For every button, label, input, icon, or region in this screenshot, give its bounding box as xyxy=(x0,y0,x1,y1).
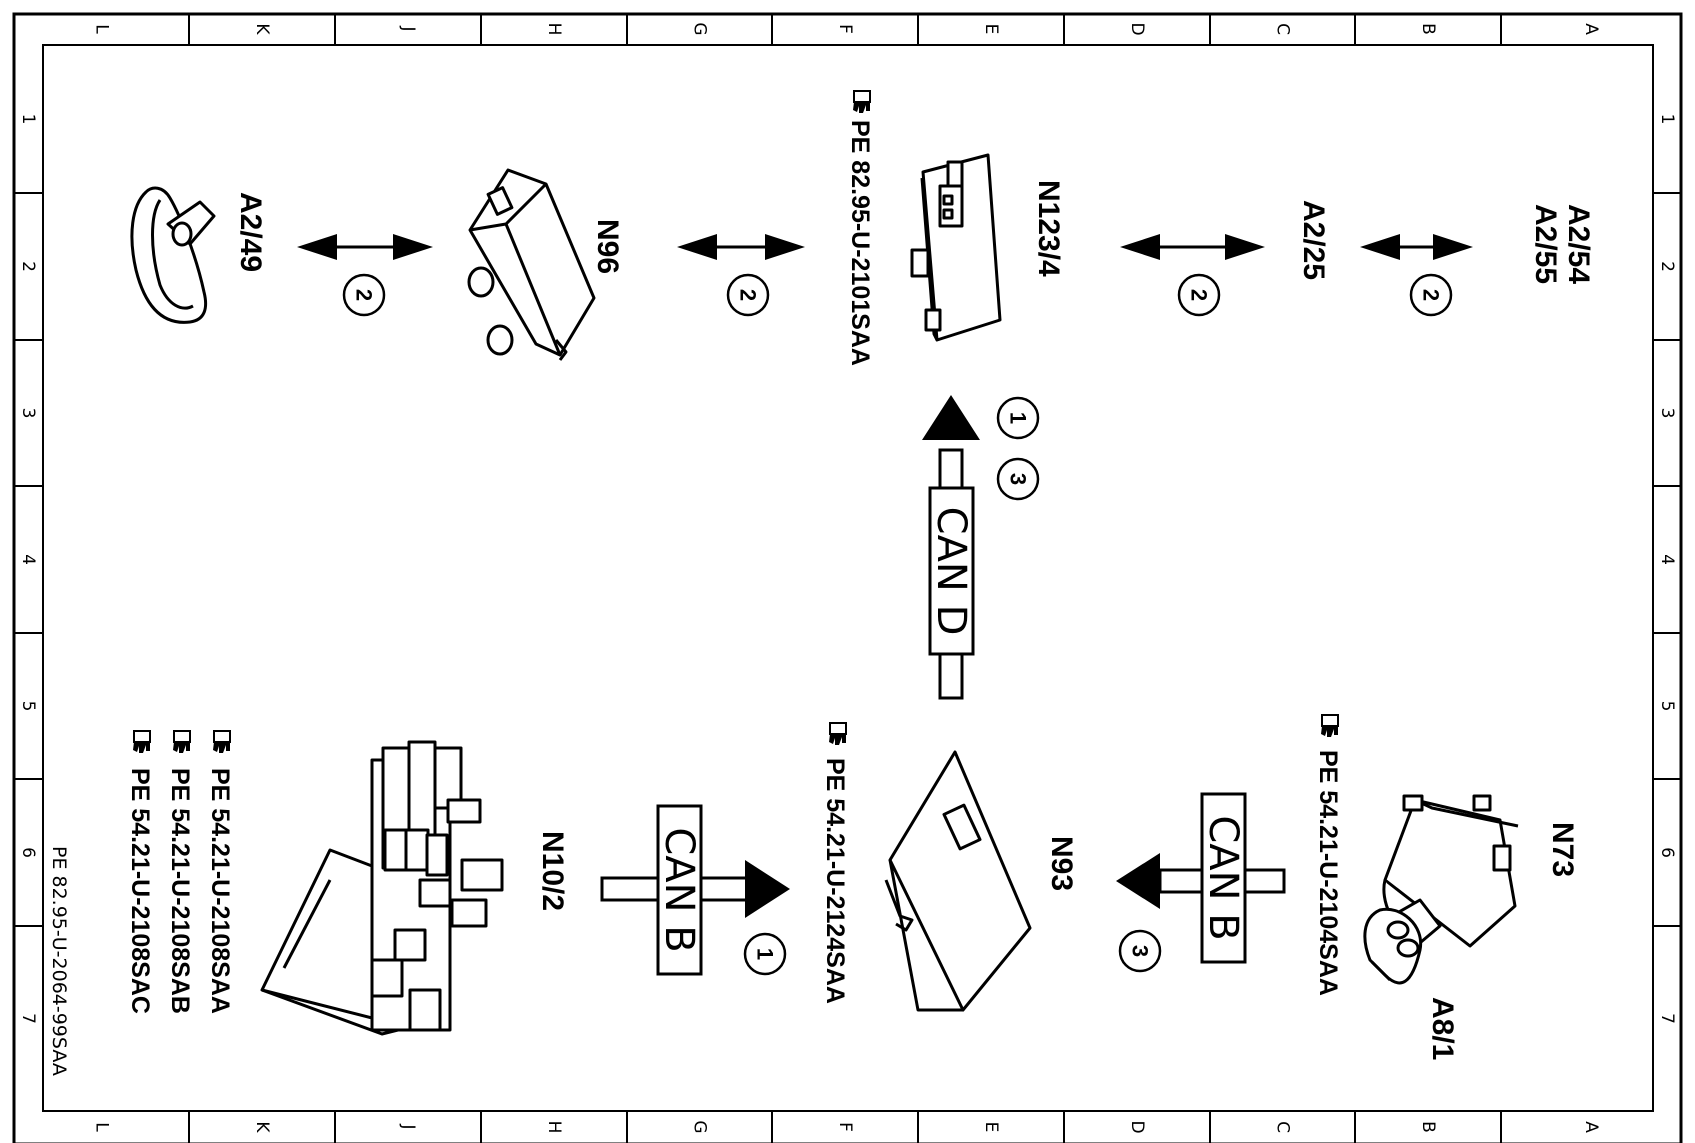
svg-text:PE 54.21-U-2124SAA: PE 54.21-U-2124SAA xyxy=(821,758,849,1004)
frame-column-g-top: G xyxy=(690,22,710,35)
pointing-hand-icon xyxy=(852,90,871,114)
frame-column-b-top: B xyxy=(1418,23,1438,35)
label-n10-2: N10/2 xyxy=(536,831,569,911)
pointing-hand-icon xyxy=(172,730,191,754)
pointing-hand-icon xyxy=(828,722,847,746)
svg-text:2: 2 xyxy=(736,289,761,301)
label-n73: N73 xyxy=(1546,822,1579,877)
pointing-hand-icon xyxy=(1320,714,1339,738)
label-a2-49: A2/49 xyxy=(234,192,267,272)
can-b-bus-left: CAN B xyxy=(600,804,790,976)
label-a2-54: A2/54 xyxy=(1562,204,1595,284)
callout-link-n96-n123-4: 2 xyxy=(726,273,770,317)
frame-column-a-bottom: A xyxy=(1581,1121,1601,1133)
frame-row-7-left: 7 xyxy=(18,1013,38,1024)
frame-column-c-bottom: C xyxy=(1273,1121,1293,1133)
frame-row-4-right: 4 xyxy=(1657,554,1677,565)
frame-column-j-bottom: J xyxy=(398,1123,418,1129)
frame-row-2-right: 2 xyxy=(1657,261,1677,272)
frame-row-5-right: 5 xyxy=(1657,701,1677,712)
frame-column-j-top: J xyxy=(398,25,418,31)
callout-can-d-1: 1 xyxy=(996,396,1040,440)
link-a2-49-n96 xyxy=(297,234,433,260)
antenna-a2-49-icon xyxy=(130,186,216,324)
label-n93: N93 xyxy=(1045,836,1078,891)
frame-column-h-top: H xyxy=(544,23,564,36)
frame-column-c-top: C xyxy=(1273,23,1293,35)
frame-column-d-bottom: D xyxy=(1127,1120,1147,1133)
callout-can-b-right-3: 3 xyxy=(1118,929,1162,973)
can-d-label: CAN D xyxy=(928,507,974,636)
frame-row-1-left: 1 xyxy=(18,114,38,125)
can-b-right-label: CAN B xyxy=(1200,815,1246,940)
ref-n123-4: PE 82.95-U-2101SAA xyxy=(846,90,874,366)
frame-column-f-bottom: F xyxy=(835,1122,855,1132)
svg-text:2: 2 xyxy=(1419,289,1444,301)
module-n93-icon xyxy=(884,750,1032,1012)
svg-text:PE 54.21-U-2104SAA: PE 54.21-U-2104SAA xyxy=(1314,750,1342,996)
can-b-left-label: CAN B xyxy=(656,827,702,952)
svg-text:1: 1 xyxy=(753,948,778,960)
frame-row-6-right: 6 xyxy=(1657,847,1677,858)
can-d-bus: CAN D xyxy=(922,395,980,700)
frame-column-l-top: L xyxy=(92,24,112,34)
svg-text:2: 2 xyxy=(352,289,377,301)
frame-row-5-left: 5 xyxy=(18,701,38,712)
frame-column-e-bottom: E xyxy=(981,1122,1001,1133)
frame-row-2-left: 2 xyxy=(18,261,38,272)
frame-row-1-right: 1 xyxy=(1657,114,1677,125)
ref-n73: PE 54.21-U-2104SAA xyxy=(1314,714,1342,996)
frame-row-3-right: 3 xyxy=(1657,408,1677,419)
frame-column-b-bottom: B xyxy=(1418,1121,1438,1133)
module-n96-icon xyxy=(467,168,596,361)
frame-column-k-top: K xyxy=(252,23,272,35)
label-a8-1: A8/1 xyxy=(1426,997,1459,1060)
svg-text:PE 54.21-U-2108SAA: PE 54.21-U-2108SAA xyxy=(206,768,234,1014)
svg-text:1: 1 xyxy=(1006,412,1031,424)
svg-text:PE 54.21-U-2108SAB: PE 54.21-U-2108SAB xyxy=(166,768,194,1014)
pointing-hand-icon xyxy=(212,730,231,754)
link-n96-n123-4 xyxy=(677,234,805,260)
drawing-frame: L L K K J J H H G G F F E E D D C C B B A A 1 1 2 2 3 3 4 4 5 5 6 6 7 7 xyxy=(12,12,1683,1143)
label-n123-4: N123/4 xyxy=(1032,180,1065,277)
key-a8-1-icon xyxy=(1363,907,1423,985)
frame-row-4-left: 4 xyxy=(18,554,38,565)
frame-column-l-bottom: L xyxy=(92,1122,112,1132)
frame-column-a-top: A xyxy=(1581,23,1601,35)
frame-column-f-top: F xyxy=(835,24,855,34)
ref-n10-2: PE 54.21-U-2108SAA PE 54.21-U-2108SAB PE… xyxy=(126,730,234,1014)
callout-link-n123-4-a2-25: 2 xyxy=(1177,273,1221,317)
frame-row-3-left: 3 xyxy=(18,408,38,419)
svg-text:PE 54.21-U-2108SAC: PE 54.21-U-2108SAC xyxy=(126,768,154,1014)
frame-column-h-bottom: H xyxy=(544,1121,564,1134)
callout-can-d-3: 3 xyxy=(996,457,1040,501)
link-n123-4-a2-25 xyxy=(1120,234,1265,260)
pointing-hand-icon xyxy=(132,730,151,754)
label-a2-55: A2/55 xyxy=(1529,204,1562,284)
callout-link-a2-49-n96: 2 xyxy=(342,273,386,317)
module-n123-4-icon xyxy=(910,153,1002,342)
svg-text:3: 3 xyxy=(1006,473,1031,485)
callout-link-a2-25-a2-54: 2 xyxy=(1409,273,1453,317)
svg-text:PE 82.95-U-2101SAA: PE 82.95-U-2101SAA xyxy=(846,120,874,366)
label-a2-25: A2/25 xyxy=(1297,200,1330,280)
svg-text:3: 3 xyxy=(1128,945,1153,957)
can-b-bus-right: CAN B xyxy=(1116,792,1286,964)
frame-row-6-left: 6 xyxy=(18,847,38,858)
frame-row-7-right: 7 xyxy=(1657,1013,1677,1024)
link-a2-25-a2-54 xyxy=(1360,234,1473,260)
callout-can-b-left-1: 1 xyxy=(743,932,787,976)
frame-column-g-bottom: G xyxy=(690,1120,710,1133)
label-n96: N96 xyxy=(591,219,624,274)
frame-column-e-top: E xyxy=(981,24,1001,35)
frame-column-d-top: D xyxy=(1127,22,1147,35)
svg-text:2: 2 xyxy=(1187,289,1212,301)
drawing-number: PE 82.95-U-2064-99SAA xyxy=(48,846,70,1076)
module-n10-2-icon xyxy=(260,740,504,1036)
frame-column-k-bottom: K xyxy=(252,1121,272,1133)
ref-n93: PE 54.21-U-2124SAA xyxy=(821,722,849,1004)
